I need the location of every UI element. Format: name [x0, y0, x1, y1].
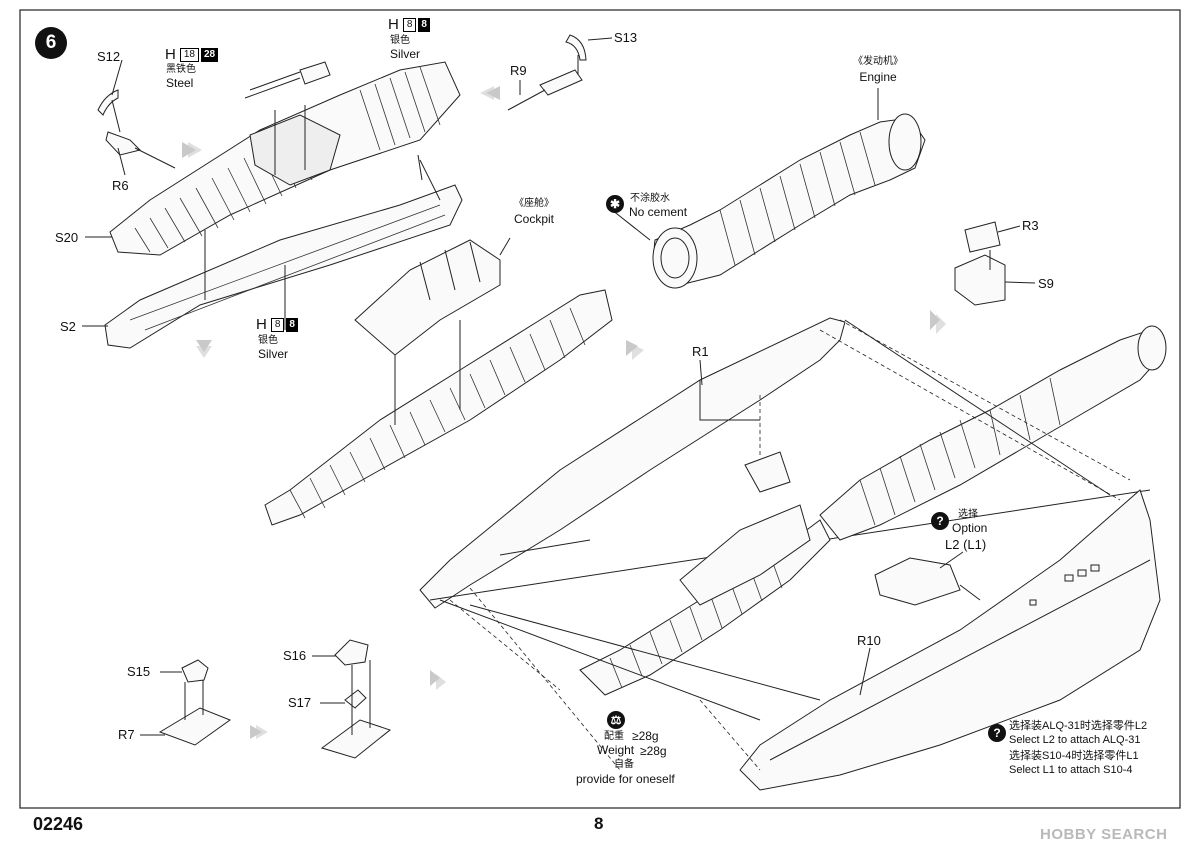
- paint-steel-en: Steel: [166, 76, 194, 90]
- weight-en: Weight: [597, 743, 635, 757]
- paint-number-1: 8: [402, 17, 417, 32]
- product-code: 02246: [33, 814, 84, 834]
- paint-number-2: 8: [418, 17, 430, 32]
- label-r7: R7: [118, 727, 135, 742]
- nose-upper-part-s20: [109, 61, 461, 256]
- option-cn: 选择: [958, 509, 978, 520]
- label-s20: S20: [55, 230, 79, 245]
- label-s13: S13: [614, 30, 638, 45]
- paint-number-2: 28: [200, 47, 219, 62]
- engine-label-cn: 《发动机》: [853, 56, 903, 67]
- part-r3-s9: [954, 254, 1006, 306]
- gun-assembled: [244, 61, 331, 99]
- label-s16: S16: [283, 648, 307, 663]
- no-cement-en: No cement: [629, 205, 688, 219]
- weight-cn: 配重: [604, 731, 624, 742]
- paint-h: H: [165, 46, 176, 63]
- label-r3: R3: [1022, 218, 1039, 233]
- engine-label-en: Engine: [859, 70, 897, 84]
- note-line-4: Select L1 to attach S10-4: [1009, 764, 1133, 776]
- paint-silver-top-cn: 银色: [390, 35, 410, 46]
- parts-s15-r7: [158, 659, 232, 746]
- paint-code-silver-top: H 8 8: [388, 16, 430, 33]
- paint-silver-mid-cn: 银色: [258, 335, 278, 346]
- question-icon: ?: [988, 724, 1006, 742]
- weight-value-2: ≥28g: [640, 744, 667, 758]
- cockpit-assembly: [264, 239, 613, 526]
- parts-s16-s17: [320, 639, 392, 759]
- part-l2-l1: [874, 557, 961, 606]
- paint-silver-mid-en: Silver: [258, 347, 289, 361]
- paint-silver-top-en: Silver: [390, 47, 421, 61]
- label-l2-l1: L2 (L1): [945, 537, 987, 552]
- paint-number-1: 18: [179, 47, 199, 62]
- note-line-3: 选择装S10-4时选择零件L1: [1009, 750, 1139, 762]
- lower-fuselage-r10: [739, 489, 1161, 791]
- step-number-badge: 6: [35, 27, 67, 59]
- option-en: Option: [952, 521, 988, 535]
- weight-value-1: ≥28g: [632, 729, 659, 743]
- label-r1: R1: [692, 344, 709, 359]
- page-border: [19, 9, 1181, 809]
- label-r9: R9: [510, 63, 527, 78]
- label-s12: S12: [97, 49, 121, 64]
- label-s15: S15: [127, 664, 151, 679]
- paint-steel-cn: 黑铁色: [166, 64, 196, 75]
- paint-number-1: 8: [270, 317, 285, 332]
- engine-top: [652, 113, 926, 289]
- question-icon: ?: [931, 512, 949, 530]
- note-line-1: 选择装ALQ-31时选择零件L2: [1009, 720, 1148, 732]
- no-cement-cn: 不涂胶水: [630, 193, 670, 204]
- provide-en: provide for oneself: [576, 772, 675, 786]
- watermark: HOBBY SEARCH: [1040, 826, 1168, 843]
- label-s17: S17: [288, 695, 312, 710]
- label-r6: R6: [112, 178, 129, 193]
- note-line-2: Select L2 to attach ALQ-31: [1009, 734, 1141, 746]
- paint-number-2: 8: [286, 317, 298, 332]
- label-s2: S2: [60, 319, 76, 334]
- provide-cn: 自备: [614, 759, 634, 770]
- nose-lower-part-s2: [104, 159, 463, 349]
- page-number: 8: [594, 814, 604, 833]
- paint-h: H: [256, 316, 267, 333]
- paint-code-steel: H 18 28: [165, 46, 219, 63]
- weight-icon: ⚖: [607, 711, 625, 729]
- assembly-arrow-icon: [182, 86, 946, 739]
- cockpit-label-cn: 《座舱》: [514, 198, 554, 209]
- label-r10: R10: [857, 633, 881, 648]
- engine-lower: [819, 325, 1167, 541]
- paint-h: H: [388, 16, 399, 33]
- no-cement-icon: ✱: [606, 195, 624, 213]
- gun-r9-s13: [507, 34, 587, 111]
- label-s9: S9: [1038, 276, 1054, 291]
- gun-s12-r6: [97, 89, 176, 169]
- lower-cockpit-fuselage: [579, 504, 831, 696]
- cockpit-label-en: Cockpit: [513, 212, 554, 226]
- paint-code-silver-mid: H 8 8: [256, 316, 298, 333]
